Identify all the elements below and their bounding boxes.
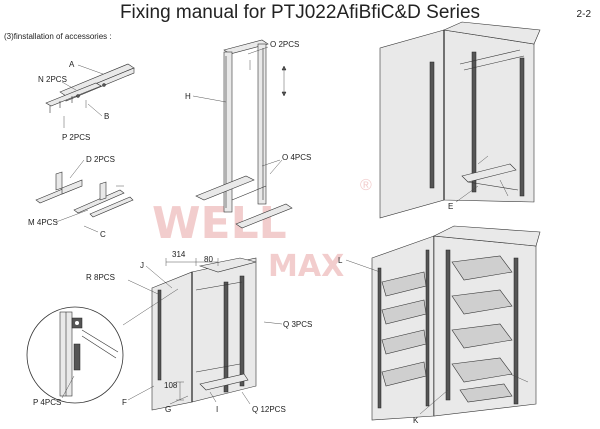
label-Q3: Q 3PCS bbox=[263, 320, 312, 329]
document-title: Fixing manual for PTJ022AfiBfiC&D Series bbox=[119, 2, 481, 23]
label-Q12-text: Q 12PCS bbox=[252, 405, 286, 414]
label-B: B bbox=[87, 103, 109, 121]
label-H: H bbox=[185, 92, 227, 103]
label-L-text: L bbox=[338, 256, 343, 265]
label-C-text: C bbox=[100, 230, 106, 239]
label-I-text: I bbox=[216, 405, 218, 414]
label-N-text: N 2PCS bbox=[38, 75, 67, 84]
watermark-text-well: WELL bbox=[152, 198, 287, 249]
cabinet-bottom-right bbox=[371, 225, 541, 421]
section-heading: (3)finstallation of accessories : bbox=[4, 32, 112, 41]
label-R-text: R 8PCS bbox=[86, 273, 115, 282]
watermark: WELL MAX ® bbox=[152, 177, 372, 284]
label-R: R 8PCS bbox=[86, 273, 159, 295]
label-C: C bbox=[83, 225, 106, 239]
dim-108: 108 bbox=[164, 381, 178, 390]
label-J: J bbox=[140, 261, 173, 289]
dim-80-text: 80 bbox=[204, 255, 213, 264]
page-number: 2-2 bbox=[576, 9, 591, 20]
label-K: K bbox=[413, 389, 449, 425]
label-F: F bbox=[122, 385, 155, 407]
label-M-text: M 4PCS bbox=[28, 218, 58, 227]
label-M: M 4PCS bbox=[28, 209, 89, 227]
label-P-top-text: P 2PCS bbox=[62, 133, 90, 142]
label-D-text: D 2PCS bbox=[86, 155, 115, 164]
label-O-mid-text: O 4PCS bbox=[282, 153, 311, 162]
label-E: E bbox=[448, 185, 479, 211]
label-P-bottom-text: P 4PCS bbox=[33, 398, 61, 407]
label-I: I bbox=[209, 391, 218, 414]
label-A: A bbox=[69, 60, 104, 75]
door-assembly bbox=[151, 257, 257, 411]
label-Q3-text: Q 3PCS bbox=[283, 320, 312, 329]
label-O-top: O 2PCS bbox=[247, 40, 299, 55]
label-K-text: K bbox=[413, 416, 419, 425]
label-G-text: G bbox=[165, 405, 171, 414]
frame-assembly bbox=[195, 39, 293, 229]
label-F-text: F bbox=[122, 398, 127, 407]
label-J-text: J bbox=[140, 261, 144, 270]
label-P-bottom: P 4PCS bbox=[33, 375, 75, 407]
label-E-text: E bbox=[448, 202, 453, 211]
label-G: G bbox=[165, 395, 189, 414]
label-O-top-text: O 2PCS bbox=[270, 40, 299, 49]
rail-assembly-top bbox=[45, 63, 135, 128]
cabinet-top-right bbox=[379, 21, 541, 219]
label-N: N 2PCS bbox=[38, 75, 77, 91]
label-L: L bbox=[338, 256, 381, 273]
bracket-assembly bbox=[35, 171, 134, 218]
registered-mark: ® bbox=[360, 177, 372, 194]
dim-80: 80 bbox=[204, 255, 213, 264]
dim-108-text: 108 bbox=[164, 381, 178, 390]
label-P-top: P 2PCS bbox=[62, 133, 90, 142]
watermark-text-max: MAX bbox=[268, 249, 344, 284]
label-Q12: Q 12PCS bbox=[241, 391, 286, 414]
label-B-text: B bbox=[104, 112, 109, 121]
label-O-mid: O 4PCS bbox=[261, 153, 311, 167]
label-A-text: A bbox=[69, 60, 75, 69]
detail-magnifier bbox=[26, 288, 179, 404]
label-H-text: H bbox=[185, 92, 191, 101]
label-D: D 2PCS bbox=[69, 155, 115, 179]
dim-314-text: 314 bbox=[172, 250, 186, 259]
dim-314: 314 bbox=[172, 250, 186, 259]
